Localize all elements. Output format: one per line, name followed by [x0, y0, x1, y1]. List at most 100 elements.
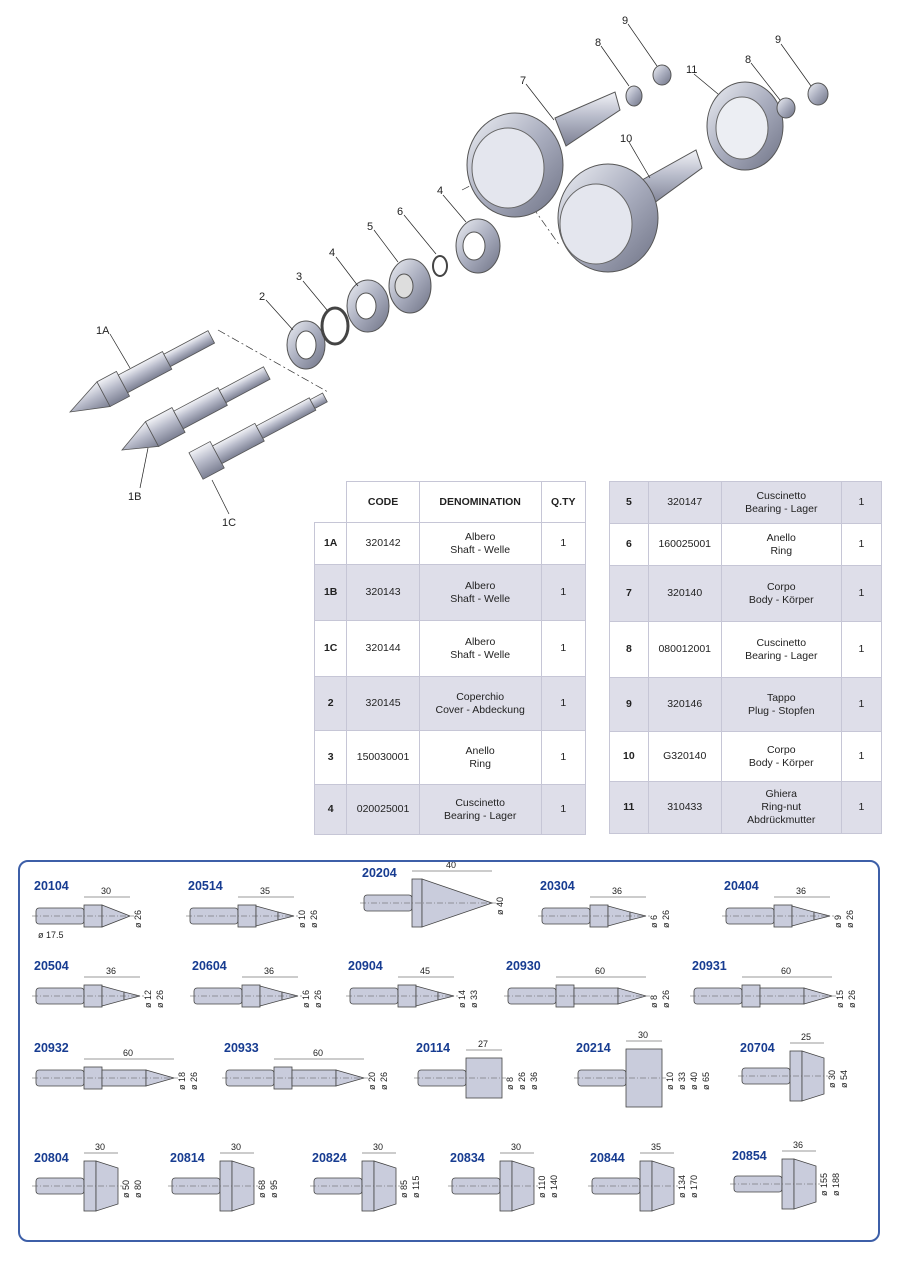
callout-11: 11	[686, 64, 697, 76]
product-code: 20504	[34, 959, 69, 973]
row-ref: 4	[313, 784, 348, 835]
bearing-5	[388, 258, 432, 314]
length-dimension: 30	[95, 1142, 105, 1152]
product-code: 20704	[740, 1041, 775, 1055]
callout-10: 10	[620, 133, 632, 145]
product-code: 20931	[692, 959, 727, 973]
row-qty: 1	[540, 522, 587, 565]
row-code: 160025001	[647, 523, 722, 566]
callout-1b: 1B	[128, 491, 141, 503]
body-10	[557, 149, 703, 273]
row-ref: 3	[313, 730, 348, 785]
diameter-dimension: ø 140	[549, 1175, 559, 1198]
diameter-dimension: ø 26	[847, 990, 857, 1008]
shaft-1b	[121, 366, 271, 451]
callout-4b: 4	[437, 185, 443, 197]
shaft-1a	[68, 330, 216, 413]
product-code: 20932	[34, 1041, 69, 1055]
row-qty: 1	[540, 676, 587, 731]
diameter-dimension: ø 26	[661, 990, 671, 1008]
diameter-dimension: ø 26	[845, 910, 855, 928]
diameter-dimension: ø 26	[133, 910, 143, 928]
diameter-dimension: ø 15	[835, 990, 845, 1008]
row-code: 320144	[346, 620, 420, 677]
row-code: G320140	[647, 731, 722, 782]
bearing-8a	[625, 85, 643, 107]
row-qty: 1	[540, 730, 587, 785]
length-dimension: 60	[313, 1048, 323, 1058]
length-dimension: 30	[511, 1142, 521, 1152]
row-ref: 6	[609, 523, 649, 566]
length-dimension: 36	[793, 1140, 803, 1150]
diameter-dimension: ø 65	[701, 1072, 711, 1090]
row-qty: 1	[840, 565, 883, 622]
bearing-4a	[346, 279, 390, 333]
length-dimension: 36	[796, 886, 806, 896]
product-code: 20930	[506, 959, 541, 973]
length-dimension: 36	[264, 966, 274, 976]
body-7	[466, 91, 621, 218]
row-code: 320142	[346, 522, 420, 565]
product-code: 20204	[362, 866, 397, 880]
length-dimension: 40	[446, 862, 456, 870]
row-code: 320145	[346, 676, 420, 731]
diameter-dimension: ø 6	[649, 915, 659, 928]
row-code: 320147	[647, 481, 722, 524]
diameter-dimension: ø 10	[665, 1072, 675, 1090]
diameter-dimension: ø 50	[121, 1180, 131, 1198]
product-code: 20604	[192, 959, 227, 973]
product-code: 20844	[590, 1151, 625, 1165]
diameter-dimension: ø 10	[297, 910, 307, 928]
diameter-dimension: ø 33	[469, 990, 479, 1008]
diameter-dimension: ø 26	[517, 1072, 527, 1090]
diameter-dimension: ø 9	[833, 915, 843, 928]
callout-6: 6	[397, 206, 403, 218]
callout-9a: 9	[622, 15, 628, 27]
row-ref: 5	[609, 481, 649, 524]
product-code: 20304	[540, 879, 575, 893]
diameter-dimension: ø 68	[257, 1180, 267, 1198]
product-code: 20904	[348, 959, 383, 973]
ring-6	[432, 255, 448, 277]
diameter-dimension: ø 18	[177, 1072, 187, 1090]
callout-8b: 8	[745, 54, 751, 66]
product-code: 20814	[170, 1151, 205, 1165]
diameter-dimension: ø 85	[399, 1180, 409, 1198]
length-dimension: 45	[420, 966, 430, 976]
row-code: 020025001	[346, 784, 420, 835]
diameter-dimension: ø 30	[827, 1070, 837, 1088]
diameter-dimension: ø 80	[133, 1180, 143, 1198]
length-dimension: 36	[612, 886, 622, 896]
length-dimension: 60	[781, 966, 791, 976]
diameter-dimension: ø 26	[189, 1072, 199, 1090]
diameter-dimension: ø 26	[313, 990, 323, 1008]
header-qty: Q.TY	[540, 481, 587, 523]
diameter-dimension: ø 26	[661, 910, 671, 928]
header-code: CODE	[346, 481, 420, 523]
